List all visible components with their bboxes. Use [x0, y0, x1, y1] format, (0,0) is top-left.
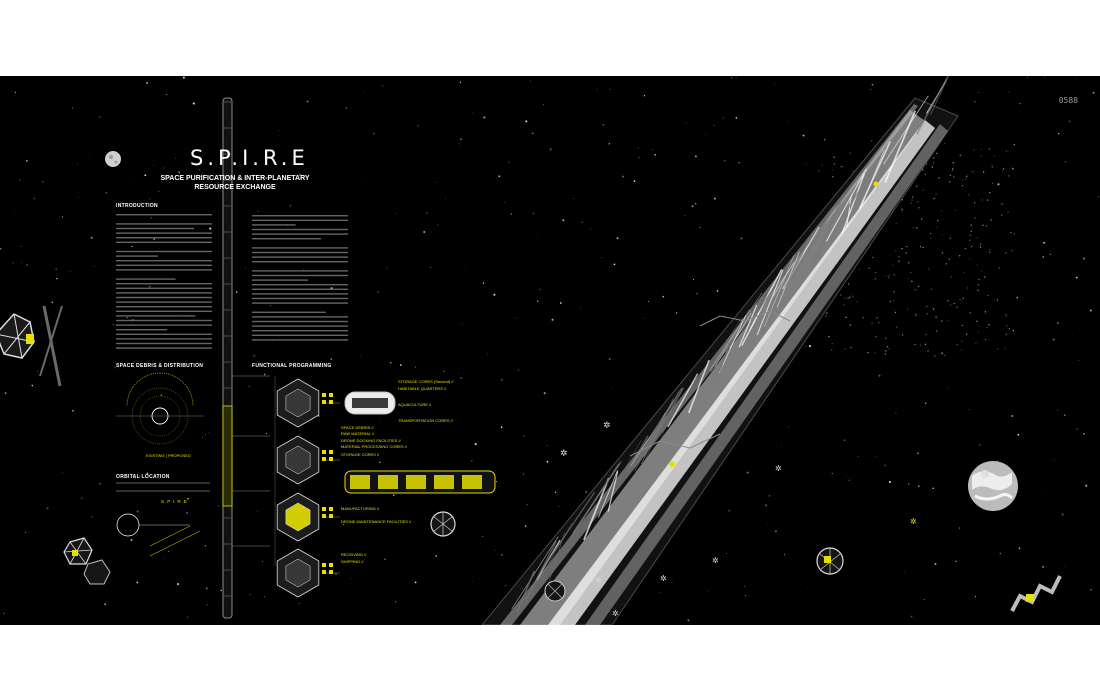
legend-proposed: PROPOSED [167, 453, 191, 458]
program-label: SHIPPING // [341, 559, 364, 564]
program-label: DRONE MAINTENANCE FACILITIES // [341, 519, 412, 524]
svg-text:✲: ✲ [712, 556, 719, 565]
svg-text:✲: ✲ [660, 574, 667, 583]
page-number: 0588 [1058, 96, 1078, 105]
tower-ribs [511, 76, 950, 612]
small-debris: ✲ ✲ ✲ ✲ ✲ ✲ ✲ ✲ [560, 420, 917, 618]
program-label: SPACE DEBRIS // [341, 425, 374, 430]
svg-text:✲: ✲ [560, 448, 568, 458]
program-label: STORAGE CORES // [341, 452, 380, 457]
program-label: AQUACULTURE // [398, 402, 432, 407]
planet-illustration [968, 461, 1018, 511]
debris-structure [1010, 575, 1062, 612]
tower-light [669, 461, 675, 467]
svg-text:✲: ✲ [612, 609, 619, 618]
moon-illustration [105, 151, 121, 167]
svg-text:✲: ✲ [910, 517, 917, 526]
section-heading-orbital: ORBITAL LOCATION [116, 474, 170, 480]
program-label: RECEIVING // [341, 552, 367, 557]
section-heading-functional: FUNCTIONAL PROGRAMMING [252, 363, 332, 369]
orbital-spire-label: S.P.I.R.E [161, 499, 188, 504]
spire-poster: ✲ ✲ ✲ ✲ ✲ ✲ ✲ ✲ [0, 76, 1100, 625]
debris-pod [544, 580, 566, 602]
poster-artwork: ✲ ✲ ✲ ✲ ✲ ✲ ✲ ✲ [0, 76, 1099, 625]
section-heading-debris: SPACE DEBRIS & DISTRIBUTION [116, 363, 204, 369]
debris-pod [430, 511, 456, 537]
debris-pod [816, 547, 844, 575]
geodesic-satellite [0, 305, 63, 387]
svg-text:✲: ✲ [775, 464, 782, 473]
program-label: MATERIAL PROCESSING CORES // [341, 444, 408, 449]
program-label: HABITABLE QUARTERS // [398, 386, 447, 391]
debris-distribution-chart [116, 372, 204, 445]
subtitle-line: SPACE PURIFICATION & INTER-PLANETARY [160, 175, 310, 182]
program-label: TRANSPORTATION CORES // [398, 418, 453, 423]
spire-section-diagram [222, 97, 233, 619]
spire-tower [481, 76, 959, 625]
svg-text:✲: ✲ [595, 576, 602, 585]
tower-light [873, 181, 879, 187]
debris-pod [63, 537, 111, 585]
subtitle-line: RESOURCE EXCHANGE [194, 184, 276, 191]
poster-subtitle: SPACE PURIFICATION & INTER-PLANETARY RES… [150, 174, 320, 192]
functional-programming-diagram [232, 375, 496, 598]
orbital-location-diagram [116, 482, 210, 557]
section-heading-introduction: INTRODUCTION [116, 203, 158, 209]
program-label: STORAGE CORES (Second) // [398, 379, 454, 384]
program-label: MANUFACTURING // [341, 506, 380, 511]
legend-existing: EXISTING [146, 453, 165, 458]
svg-text:✲: ✲ [603, 420, 611, 430]
program-label: RAW MATERIAL // [341, 431, 375, 436]
legend-existing-proposed: EXISTING | PROPOSED [146, 453, 191, 458]
poster-title: S.P.I.R.E [190, 146, 309, 170]
program-label: DRONE DOCKING FACILITIES // [341, 438, 401, 443]
debris-cloud [821, 139, 1015, 357]
